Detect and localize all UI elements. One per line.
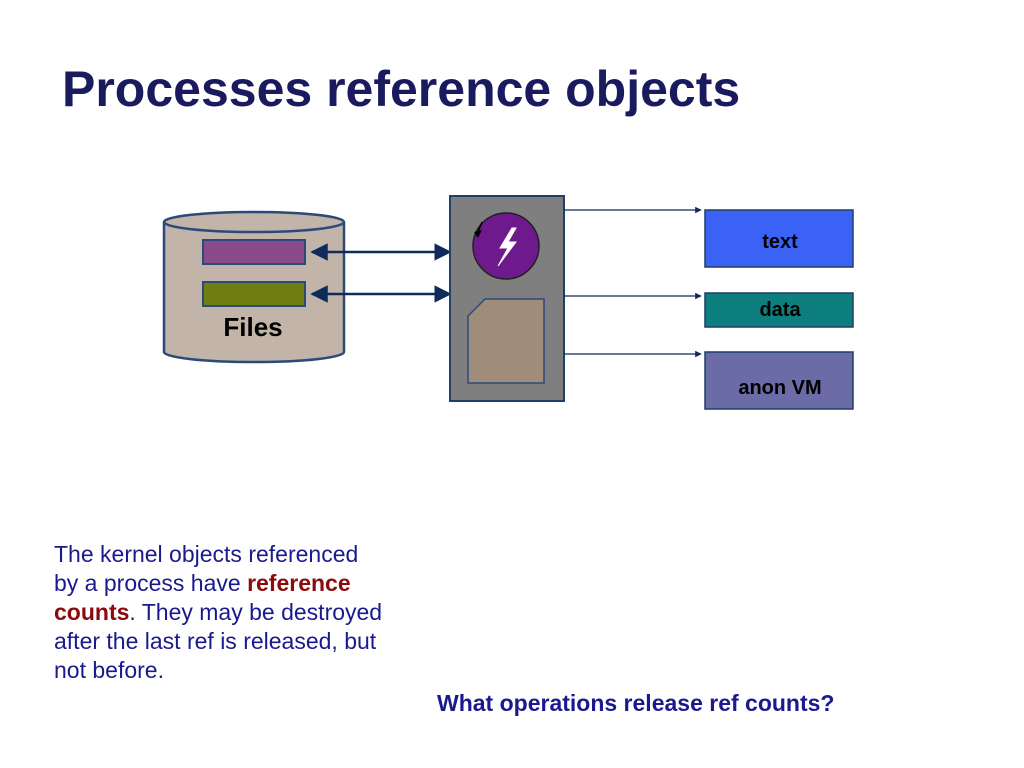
thread-icon xyxy=(472,212,540,280)
data-segment-label: data xyxy=(759,299,801,321)
explanation-text: The kernel objects referenced by a proce… xyxy=(54,540,384,685)
explanation-text-end: . They may be destroyed after the last r… xyxy=(54,599,383,683)
slide-title: Processes reference objects xyxy=(62,61,741,117)
address-space-icon xyxy=(467,298,545,384)
anon-vm-segment-label: anon VM xyxy=(738,377,821,399)
file-entry-1 xyxy=(202,239,306,265)
reference-counts-highlight: reference counts xyxy=(54,570,351,625)
file-entry-2 xyxy=(202,281,306,307)
text-segment-label: text xyxy=(762,231,798,253)
explanation-text-start: The kernel objects referenced by a proce… xyxy=(54,541,359,596)
text-segment-box xyxy=(704,209,854,268)
data-segment-box xyxy=(704,292,854,328)
question-text: What operations release ref counts? xyxy=(437,690,835,716)
files-label: Files xyxy=(223,312,282,342)
anon-vm-segment-box xyxy=(704,351,854,410)
